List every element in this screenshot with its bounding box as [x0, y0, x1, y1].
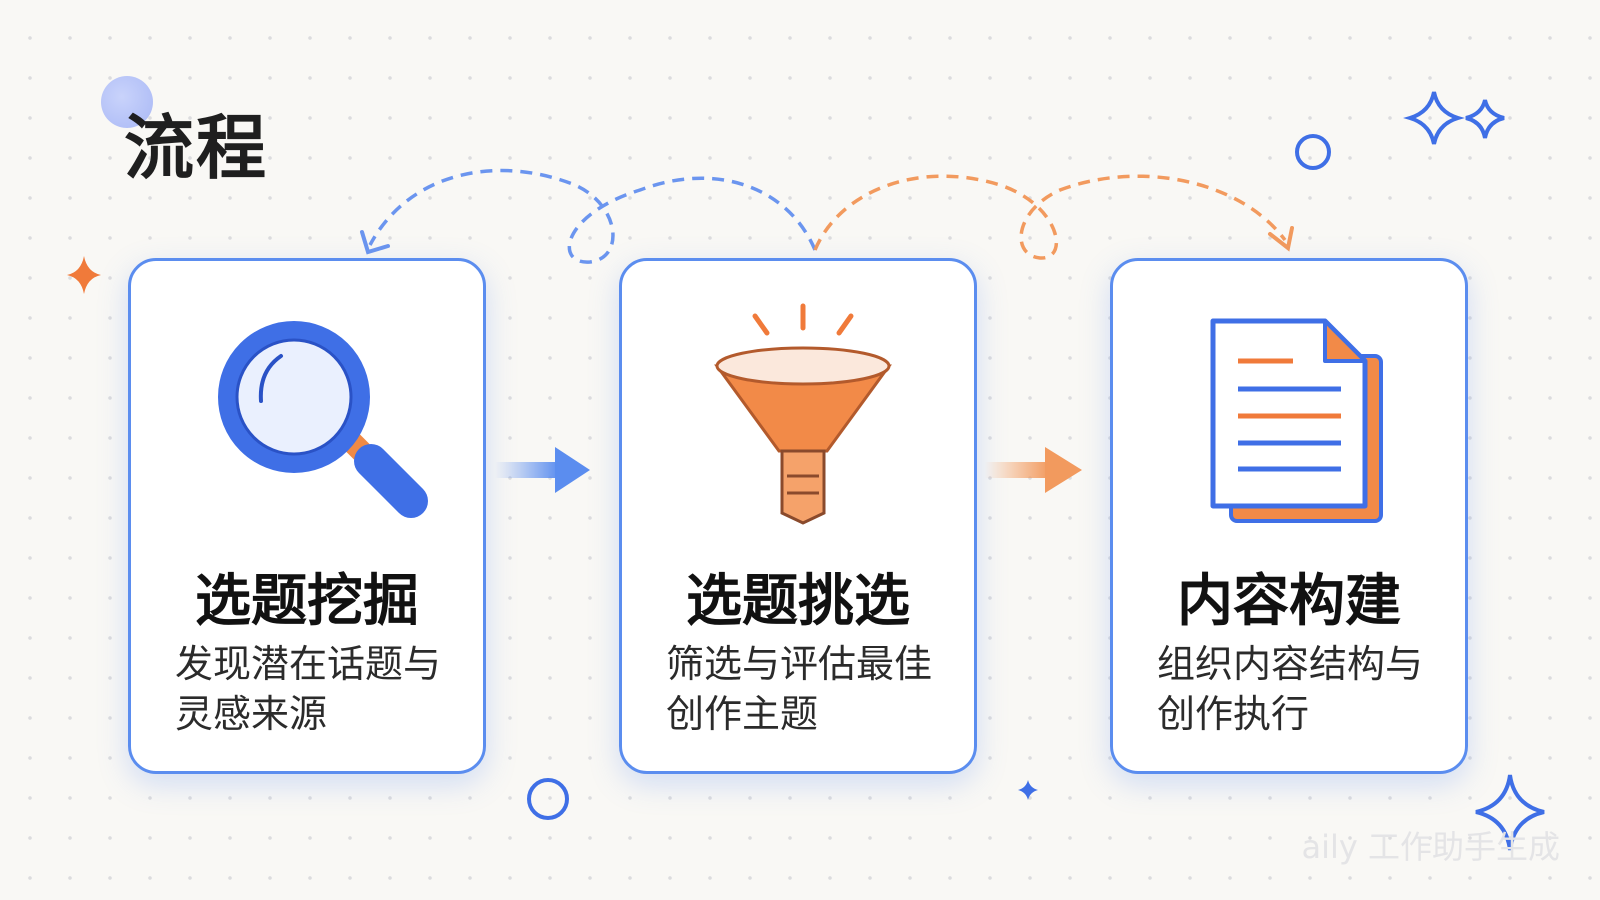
step-description: 发现潜在话题与 灵感来源 — [175, 639, 463, 739]
desc-line: 组织内容结构与 — [1157, 642, 1424, 686]
title-decoration-dot — [101, 76, 153, 128]
sparkle-icon-small — [1018, 780, 1038, 800]
sparkle-icon-blue-1 — [1403, 91, 1465, 145]
magnifier-icon — [218, 321, 428, 518]
desc-line: 灵感来源 — [175, 692, 328, 736]
step-title: 选题挑选 — [686, 569, 910, 634]
dashed-loop-arrow-blue — [368, 168, 817, 264]
watermark: aily 工作助手生成 — [1301, 828, 1560, 866]
sparkle-icon-orange — [67, 256, 101, 294]
desc-line: 创作主题 — [666, 692, 819, 736]
arrowhead-orange — [1268, 226, 1294, 252]
desc-line: 发现潜在话题与 — [175, 642, 442, 686]
step-description: 筛选与评估最佳 创作主题 — [666, 639, 954, 739]
arrow-right-icon-2 — [985, 447, 1082, 493]
dashed-loop-arrow-orange — [813, 174, 1287, 260]
sparkle-icon-blue-2 — [1465, 99, 1505, 139]
arrowhead-blue — [360, 230, 390, 255]
desc-line: 筛选与评估最佳 — [666, 642, 933, 686]
step-title: 选题挖掘 — [195, 569, 419, 634]
step-card-1: 选题挖掘 发现潜在话题与 灵感来源 — [128, 258, 486, 774]
step-title: 内容构建 — [1177, 569, 1401, 634]
desc-line: 创作执行 — [1157, 692, 1310, 736]
step-description: 组织内容结构与 创作执行 — [1157, 639, 1445, 739]
funnel-icon — [714, 303, 892, 525]
step-card-3: 内容构建 组织内容结构与 创作执行 — [1110, 258, 1468, 774]
circle-decoration — [527, 778, 569, 820]
arrow-right-icon-1 — [495, 447, 590, 493]
page-title: 流程 — [124, 107, 268, 189]
circle-decoration — [1295, 134, 1331, 170]
document-icon — [1210, 318, 1383, 523]
step-card-2: 选题挑选 筛选与评估最佳 创作主题 — [619, 258, 977, 774]
